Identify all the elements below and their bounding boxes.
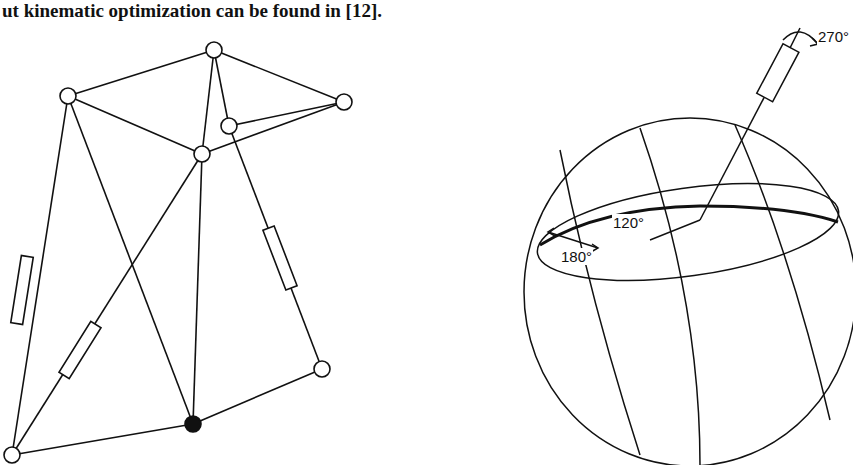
angle-label: 120° (612, 214, 645, 231)
angle-label: 270° (817, 28, 850, 45)
body-text: ut kinematic optimization can be found i… (2, 0, 382, 22)
angle-label: 180° (560, 248, 593, 265)
